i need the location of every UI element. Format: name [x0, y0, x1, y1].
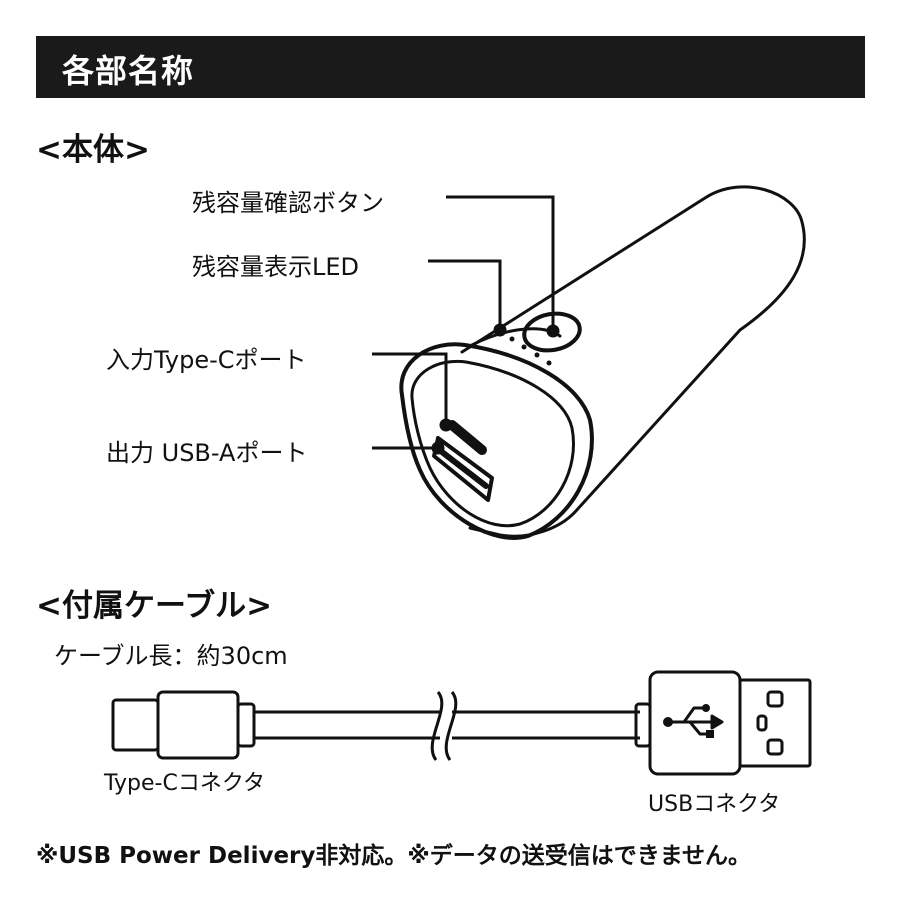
type-c-port: [447, 420, 487, 455]
input-port-label: 入力Type-Cポート: [106, 346, 307, 374]
title-banner: 各部名称: [36, 36, 865, 98]
usb-connector-label: USBコネクタ: [648, 792, 781, 817]
page-title: 各部名称: [62, 52, 195, 90]
cable-length: ケーブル長：約30cm: [54, 642, 288, 670]
footnote: ※USB Power Delivery非対応。※データの送受信はできません。: [36, 843, 752, 869]
battery-button-label: 残容量確認ボタン: [192, 189, 384, 217]
type-c-plug-body: [156, 690, 240, 760]
type-c-plug-tip: [111, 698, 160, 752]
power-bank-body: [460, 185, 806, 538]
leader-led: [428, 259, 502, 328]
type-c-connector-label: Type-Cコネクタ: [104, 771, 265, 796]
cable-break-icon: [430, 691, 444, 761]
power-bank-end-cap: [399, 342, 594, 540]
cable-illustration: [111, 670, 812, 776]
battery-led-label: 残容量表示LED: [192, 253, 360, 281]
battery-check-button: [522, 311, 582, 353]
cable-heading: <付属ケーブル>: [36, 588, 273, 624]
battery-led-icon: [497, 328, 552, 366]
output-port-label: 出力 USB-Aポート: [106, 439, 308, 467]
usb-symbol-icon: [672, 706, 724, 736]
body-heading: <本体>: [36, 132, 150, 168]
usb-plug-tip: [738, 678, 812, 768]
leader-button: [446, 195, 555, 330]
leader-input: [372, 352, 448, 424]
power-bank-end-cap-inner: [410, 359, 575, 528]
